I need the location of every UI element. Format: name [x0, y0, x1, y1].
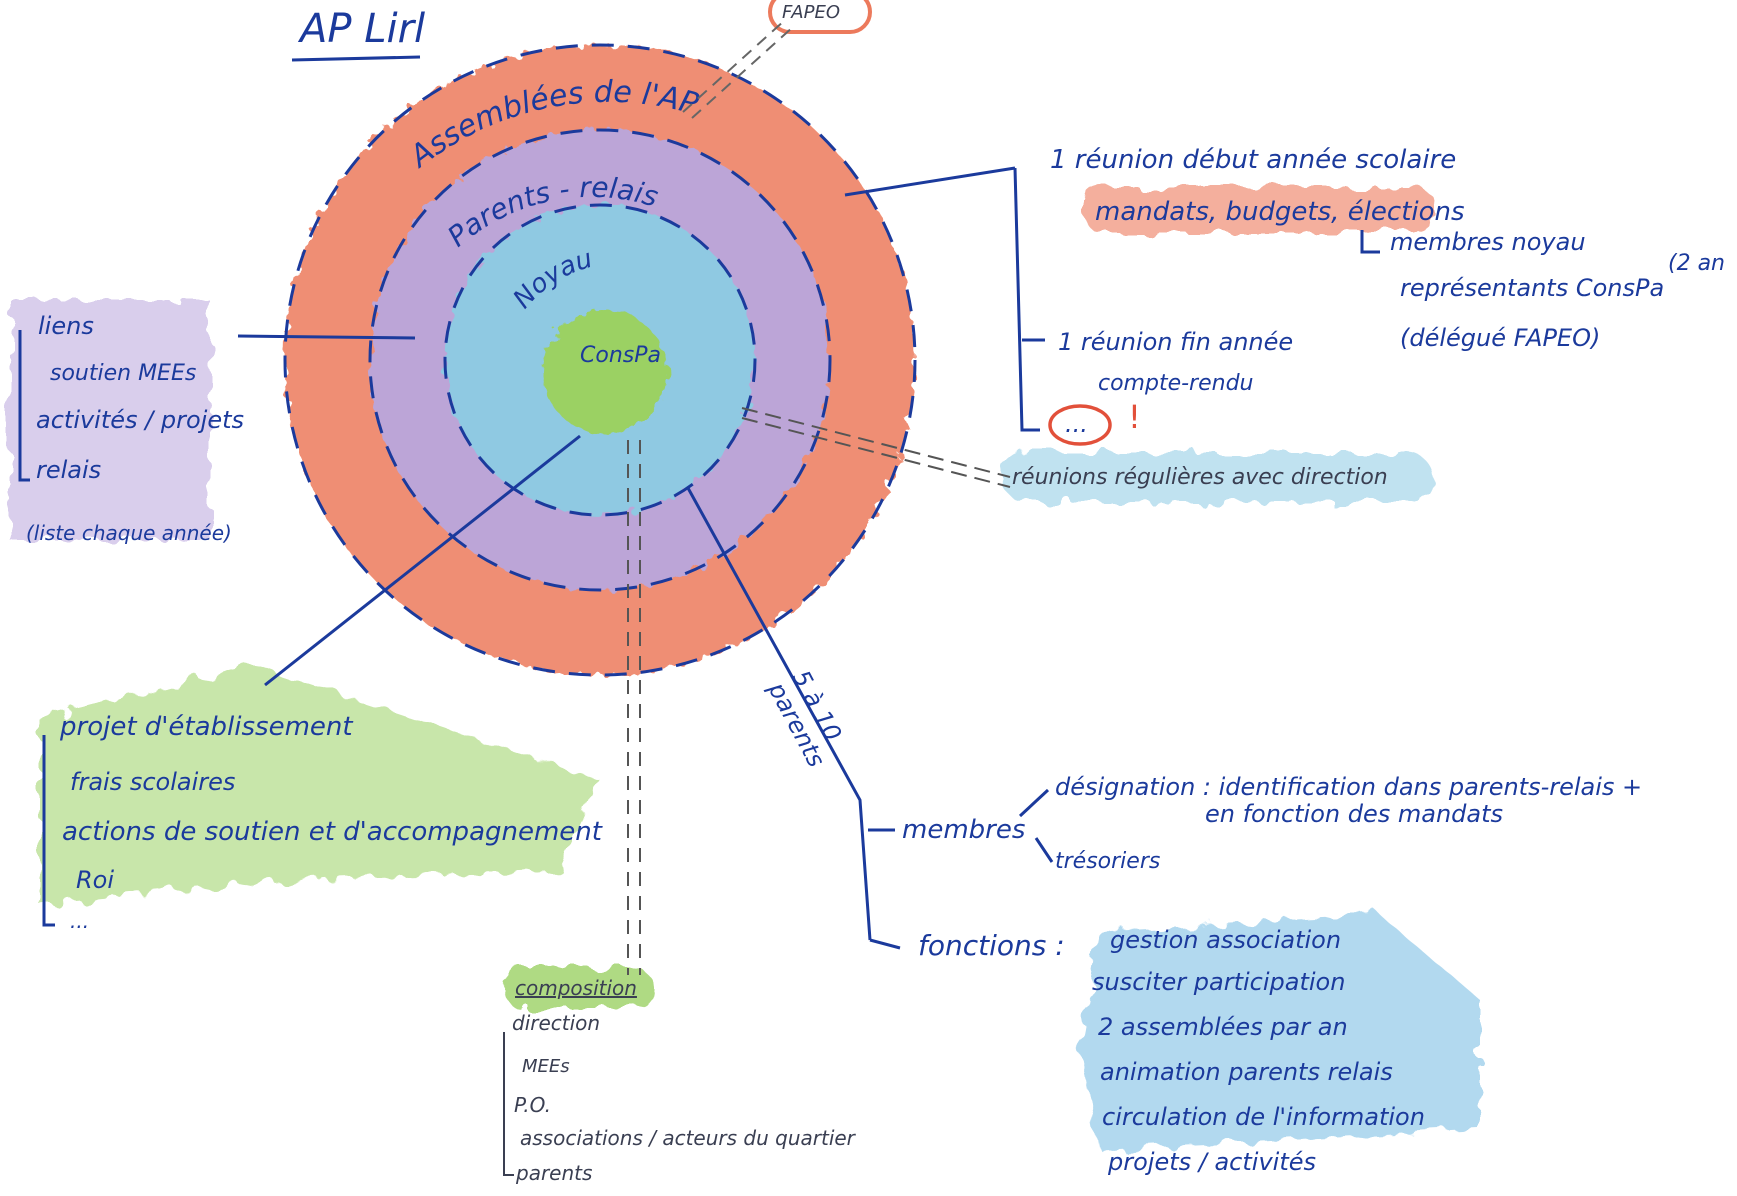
assemblees-sub-paren: (2 an [1668, 251, 1725, 276]
composition-bracket [503, 1032, 514, 1176]
assemblees-connector [844, 166, 1016, 197]
parents-relais-item: soutien MEEs [50, 361, 196, 386]
sub-bracket [1360, 230, 1380, 254]
assemblees-sub2: représentants ConsPa [1400, 274, 1664, 302]
tresoriers-label: trésoriers [1055, 849, 1160, 874]
parents-relais-bracket [18, 330, 30, 482]
conspa-item: Roi [76, 866, 114, 894]
patch-functions [1080, 915, 1480, 1150]
assemblees-excl: ! [1128, 398, 1141, 436]
function-item: gestion association [1110, 926, 1341, 954]
assemblees-notes: 1 réunion début année scolaire mandats, … [1048, 145, 1725, 446]
patches [10, 188, 1480, 1150]
conspa-list: projet d'établissement frais scolaires a… [59, 712, 603, 933]
function-item: animation parents relais [1100, 1058, 1393, 1086]
fapeo-tag: FAPEO [782, 2, 840, 23]
patch-direction-meetings [1002, 452, 1432, 502]
assemblees-line1: 1 réunion début année scolaire [1050, 145, 1456, 175]
direction-meetings-label: réunions régulières avec direction [1012, 465, 1388, 490]
parents-relais-note: (liste chaque année) [26, 521, 232, 545]
composition-item: direction [512, 1011, 600, 1035]
parents-relais-item: activités / projets [36, 406, 244, 434]
ring-center-fill [543, 310, 667, 434]
composition-item: MEEs [522, 1056, 570, 1077]
fapeo-tag-ring [768, 0, 872, 34]
connectors [18, 166, 1380, 950]
fonctions-label: fonctions : [918, 929, 1065, 962]
designation-link [1018, 788, 1050, 818]
assemblees-line2: mandats, budgets, élections [1095, 197, 1465, 227]
dots-ring [1048, 404, 1112, 446]
conspa-bracket [42, 735, 55, 927]
composition-item: parents [515, 1161, 592, 1185]
fonctions-link [869, 938, 901, 950]
assemblees-dots: ... [1065, 410, 1088, 438]
page-title: AP Lirl [297, 6, 425, 52]
composition-item: P.O. [514, 1093, 551, 1117]
ring-outlines [283, 43, 917, 677]
designation-line1: désignation : identification dans parent… [1055, 773, 1642, 801]
composition-list: composition direction MEEs P.O. associat… [503, 976, 857, 1185]
conspa-item: actions de soutien et d'accompagnement [62, 817, 603, 847]
tresoriers-link [1034, 837, 1054, 863]
ring-middle-outline [368, 128, 832, 592]
direction-meetings-connector [741, 407, 1011, 488]
noyau-connector [686, 487, 872, 941]
conspa-connector [264, 434, 581, 687]
rings-fill [285, 45, 915, 675]
ring-outer-outline [283, 43, 917, 677]
composition-connector [627, 440, 641, 975]
patch-parents-relais [10, 300, 210, 540]
fapeo-connector [682, 19, 795, 119]
assemblees-bracket [1013, 167, 1040, 432]
parents-relais-list: liens soutien MEEs activités / projets r… [26, 312, 244, 545]
functions-list: gestion association susciter participati… [1092, 926, 1425, 1176]
function-item: projets / activités [1107, 1148, 1316, 1176]
conspa-item: projet d'établissement [59, 712, 353, 742]
function-item: 2 assemblées par an [1098, 1013, 1348, 1041]
parents-relais-connector [237, 334, 416, 340]
designation-line2: en fonction des mandats [1205, 800, 1503, 828]
assemblees-sub3: (délégué FAPEO) [1400, 324, 1600, 352]
membres-label: membres [902, 815, 1025, 845]
function-item: circulation de l'information [1102, 1103, 1425, 1131]
ring-inner-outline [443, 203, 757, 517]
assemblees-sub1: membres noyau [1390, 228, 1586, 256]
parents-relais-item: liens [38, 312, 94, 340]
patch-mandats [1085, 188, 1435, 233]
function-item: susciter participation [1092, 968, 1345, 996]
patch-conspa [40, 665, 600, 905]
title-underline [291, 55, 421, 62]
composition-item: associations / acteurs du quartier [520, 1126, 857, 1150]
composition-title: composition [515, 976, 637, 1000]
ring-center-label: ConsPa [580, 343, 661, 368]
conspa-item: ... [70, 909, 89, 933]
assemblees-line4: compte-rendu [1098, 371, 1253, 396]
assemblees-line3: 1 réunion fin année [1058, 328, 1293, 356]
conspa-item: frais scolaires [70, 768, 235, 796]
noyau-branch: 5 à 10 parents membres désignation : ide… [762, 666, 1642, 962]
patch-composition [502, 968, 652, 1006]
parents-relais-item: relais [36, 456, 101, 484]
